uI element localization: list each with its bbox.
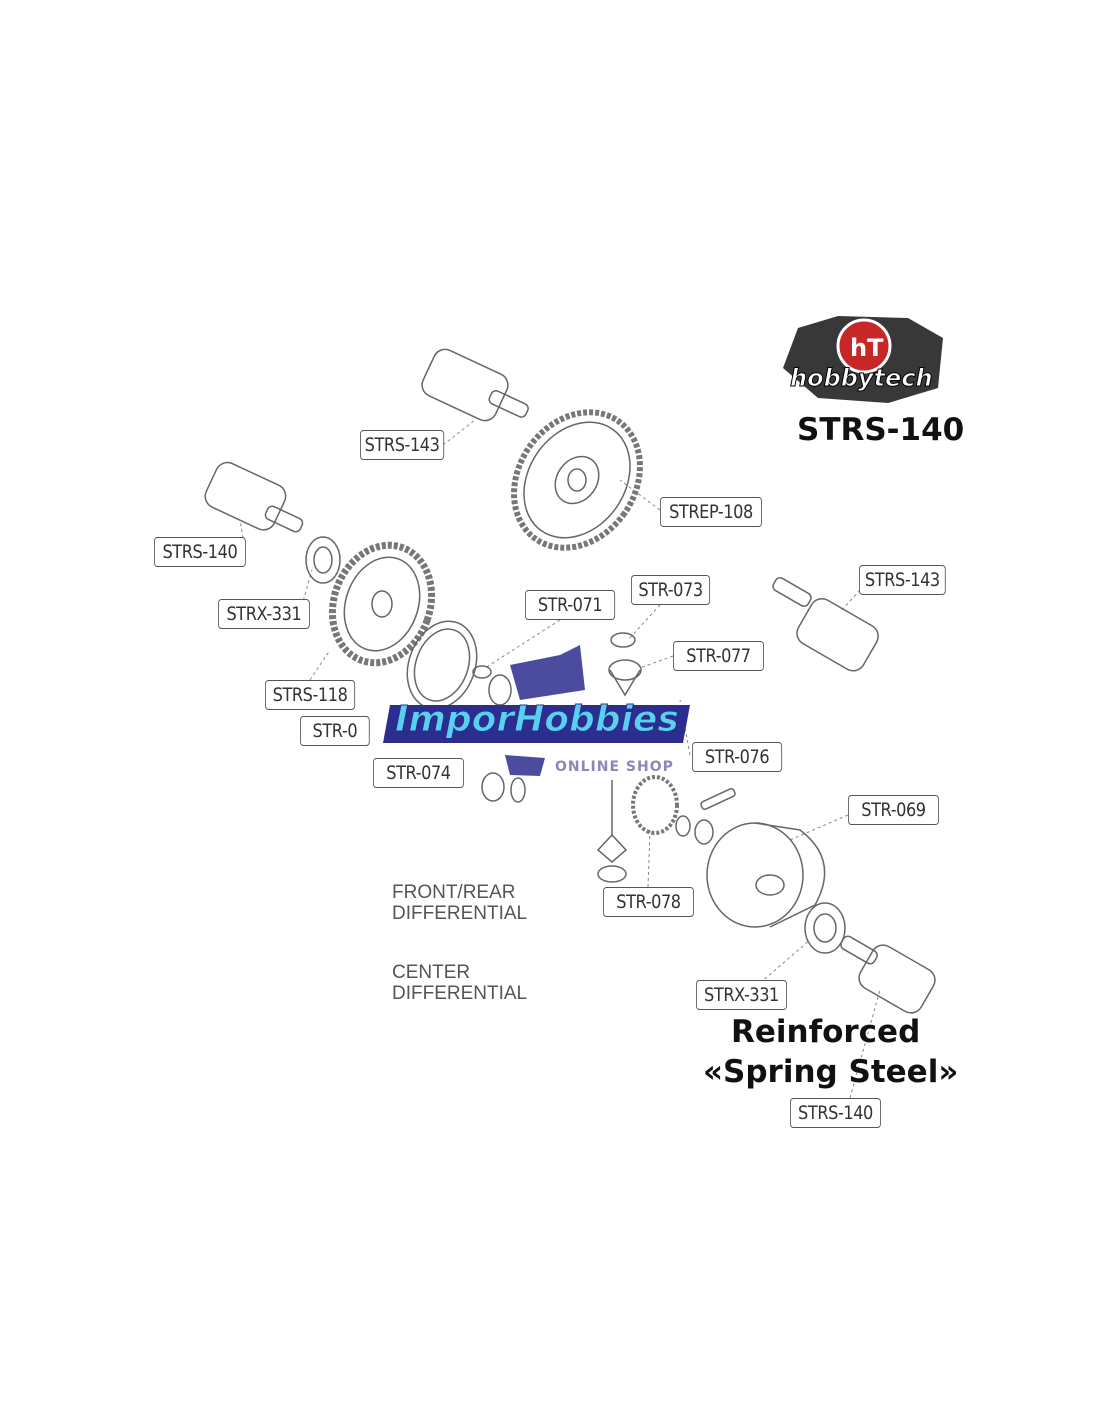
- label-str-076: STR-076: [692, 742, 783, 772]
- label-strs-140-left: STRS-140: [154, 537, 246, 567]
- svg-text:hT: hT: [850, 334, 884, 362]
- label-strep-108: STREP-108: [660, 497, 762, 527]
- ring-gear-strs-118: [328, 541, 436, 667]
- label-strs-118: STRS-118: [265, 680, 356, 710]
- bearing-strx-331-left: [305, 536, 341, 584]
- label-str-0-hidden: STR-0: [300, 716, 370, 746]
- label-str-078: STR-078: [603, 887, 694, 917]
- watermark-logo-graphic: [383, 645, 690, 776]
- label-str-074: STR-074: [373, 758, 464, 788]
- spur-gear-strep-108: [511, 409, 643, 551]
- label-strs-143-right: STRS-143: [859, 565, 946, 595]
- section-front-rear-differential: FRONT/REAR DIFFERENTIAL: [392, 882, 528, 924]
- outdrive-strs-143-top: [421, 348, 529, 422]
- label-strs-143-top: STRS-143: [360, 430, 445, 460]
- watermark-name: ImporHobbies: [395, 699, 680, 740]
- label-str-071: STR-071: [525, 590, 616, 620]
- overlay-reinforced: Reinforced: [731, 1014, 921, 1050]
- outdrive-strs-143-right: [772, 577, 879, 672]
- label-strx-331-left: STRX-331: [218, 599, 310, 629]
- part-number-title: STRS-140: [797, 412, 965, 448]
- label-strs-140-bottom: STRS-140: [790, 1098, 881, 1128]
- label-str-073: STR-073: [631, 575, 711, 605]
- outdrive-strs-140-left: [204, 461, 304, 533]
- watermark-subtitle: ONLINE SHOP: [555, 759, 674, 775]
- label-str-069: STR-069: [848, 795, 939, 825]
- overlay-spring-steel: «Spring Steel»: [703, 1054, 959, 1090]
- leader-lines: [239, 419, 881, 1099]
- hobbytech-logo: hT hobbytech: [783, 316, 943, 403]
- diff-case-str-069: [706, 822, 826, 928]
- section-center-differential: CENTER DIFFERENTIAL: [392, 962, 528, 1004]
- label-strx-331-bottom: STRX-331: [696, 980, 787, 1010]
- outdrive-strs-140-bottom: [840, 935, 936, 1014]
- bearing-strx-331-bottom: [804, 902, 846, 954]
- svg-text:hobbytech: hobbytech: [790, 364, 933, 392]
- washers: [472, 632, 736, 883]
- label-str-077: STR-077: [673, 641, 764, 671]
